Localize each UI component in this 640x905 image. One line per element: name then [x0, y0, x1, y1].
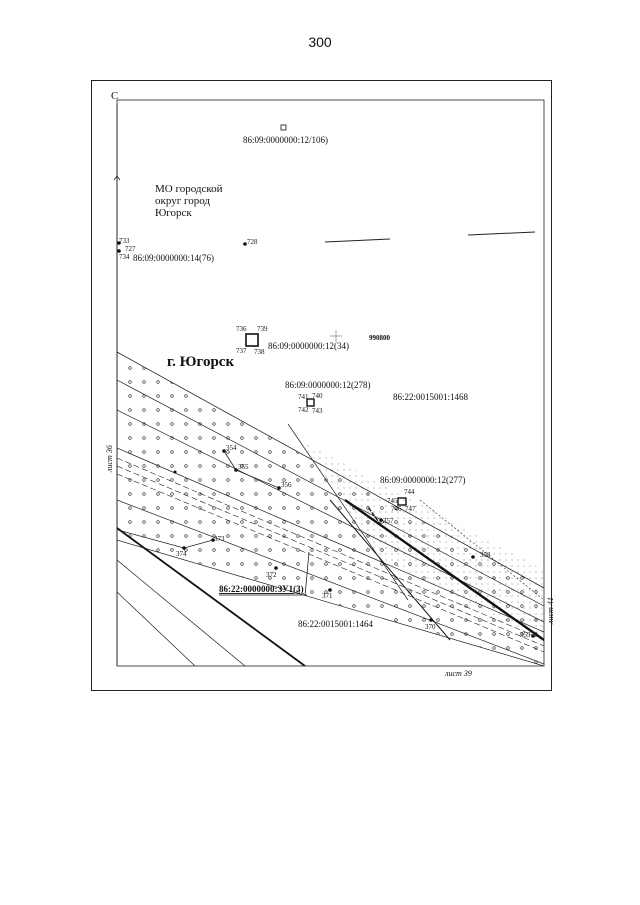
- point-742: 742: [298, 406, 309, 414]
- cadastral-label-1464: 86:22:0015001:1464: [298, 619, 374, 629]
- point-371: 371: [322, 592, 333, 600]
- zone-fine: [300, 440, 544, 640]
- cadastral-label-278: 86:09:0000000:12(278): [285, 380, 371, 390]
- north-arrow-icon: [113, 175, 121, 181]
- point-747: 747: [405, 505, 416, 513]
- parcel-square-278: [306, 398, 315, 407]
- parcel-square-34: [245, 333, 259, 347]
- point-741: 741: [298, 393, 309, 401]
- point-737: 737: [236, 347, 247, 355]
- point-739: 739: [257, 325, 268, 333]
- point-355: 355: [238, 463, 249, 471]
- point-373: 373: [214, 535, 225, 543]
- point-990800: 990800: [369, 334, 391, 342]
- cadastral-label-zu1: 86:22:0000000:ЗУ1(3): [219, 584, 304, 594]
- municipality-label-line1: МО городской: [155, 183, 223, 195]
- municipality-label-line2: округ город: [155, 195, 210, 207]
- point-727: 727: [125, 245, 136, 253]
- cadastral-label-106: 86:09:0000000:12/106): [243, 135, 328, 145]
- north-label: С: [111, 90, 118, 102]
- point-356: 356: [281, 481, 292, 489]
- point-740: 740: [312, 392, 323, 400]
- marker-square-icon: [280, 124, 287, 131]
- point-738: 738: [254, 348, 265, 356]
- sheet-label-bottom: лист 39: [444, 669, 472, 678]
- point-354: 354: [226, 444, 237, 452]
- point-357: 357: [383, 517, 394, 525]
- cadastral-label-34: 86:09:0000000:12(34): [268, 341, 349, 351]
- parcel-square-277: [397, 497, 407, 506]
- cadastral-label-1468: 86:22:0015001:1468: [393, 392, 469, 402]
- point-744: 744: [404, 488, 415, 496]
- cadastral-label-76: 86:09:0000000:14(76): [133, 253, 214, 263]
- sheet-label-right: лист 41: [546, 597, 555, 625]
- point-733: 733: [119, 237, 130, 245]
- point-745: 745: [387, 497, 398, 505]
- map-frame: [91, 80, 552, 691]
- point-359: 359: [520, 631, 531, 639]
- point-734: 734: [119, 253, 130, 261]
- point-746: 746: [391, 505, 402, 513]
- city-label: г. Югорск: [167, 354, 234, 370]
- point-743: 743: [312, 407, 323, 415]
- sheet-label-left: лист 36: [105, 445, 114, 473]
- point-372: 372: [266, 571, 277, 579]
- point-374: 374: [176, 550, 187, 558]
- municipality-label-line3: Югорск: [155, 207, 192, 219]
- point-736: 736: [236, 325, 247, 333]
- page-number: 300: [308, 34, 332, 50]
- survey-points: [117, 241, 535, 638]
- cadastral-label-277: 86:09:0000000:12(277): [380, 475, 466, 485]
- point-370: 370: [425, 623, 436, 631]
- point-358: 358: [480, 551, 491, 559]
- point-728: 728: [247, 238, 258, 246]
